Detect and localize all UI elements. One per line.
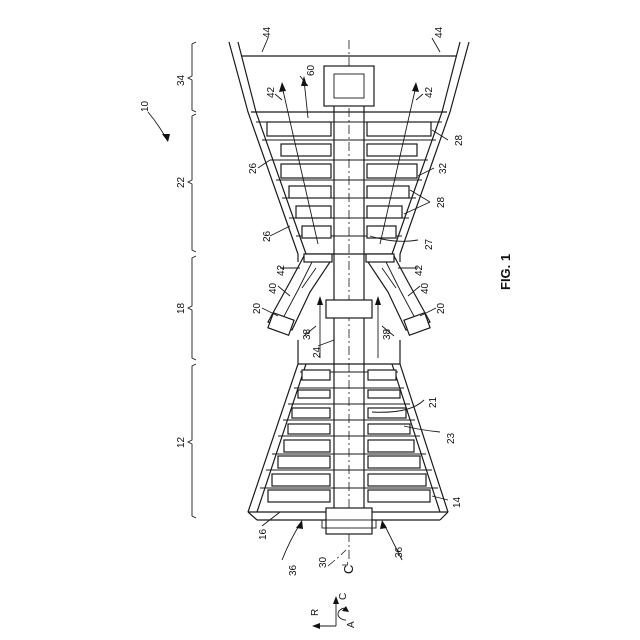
axis-label-radial: R bbox=[310, 609, 321, 616]
label-turbine-vanes-lower: 28 bbox=[436, 196, 447, 208]
label-exhaust-casing-right: 44 bbox=[434, 26, 445, 38]
label-compressor-stator: 23 bbox=[446, 432, 457, 444]
label-turbine-blades-upper: 26 bbox=[248, 162, 259, 174]
axis-indicator: A R C bbox=[310, 593, 357, 629]
label-compressor: 12 bbox=[176, 436, 187, 448]
label-exhaust-casing-left: 44 bbox=[262, 26, 273, 38]
label-fuel-nozzle-left: 20 bbox=[252, 302, 263, 314]
label-engine: 10 bbox=[140, 100, 151, 112]
label-combustion-chamber-right: 40 bbox=[420, 282, 431, 294]
label-compressor-rotor-blades: 21 bbox=[428, 396, 439, 408]
label-inlet-flow-left: 36 bbox=[288, 564, 299, 576]
label-combustor: 18 bbox=[176, 302, 187, 314]
label-exhaust: 34 bbox=[176, 74, 187, 86]
centerline-symbol-l: L bbox=[341, 561, 350, 566]
label-gas-flow-mid-left: 42 bbox=[276, 264, 287, 276]
label-turbine-vanes-top: 28 bbox=[454, 134, 465, 146]
label-gas-flow-top-right: 42 bbox=[424, 86, 435, 98]
label-gas-flow-mid-right: 42 bbox=[414, 264, 425, 276]
label-combustion-chamber-left: 40 bbox=[268, 282, 279, 294]
label-turbine: 22 bbox=[176, 176, 187, 188]
label-turbine-blades-lower: 26 bbox=[262, 230, 273, 242]
label-exhaust-hub: 60 bbox=[306, 64, 317, 76]
axis-label-axial: A bbox=[346, 621, 357, 628]
centerline-symbol: C L bbox=[341, 561, 356, 574]
label-turbine-casing: 32 bbox=[438, 162, 449, 174]
label-air-flow-right: 38 bbox=[382, 328, 393, 340]
axis-label-circumferential: C bbox=[338, 593, 349, 600]
label-centerline-ref: 30 bbox=[318, 556, 329, 568]
label-gas-flow-top-left: 42 bbox=[266, 86, 277, 98]
section-brackets bbox=[188, 42, 196, 518]
label-compressor-outlet: 16 bbox=[258, 528, 269, 540]
label-inlet-flow-right: 36 bbox=[394, 546, 405, 558]
label-air-flow-left: 38 bbox=[302, 328, 313, 340]
label-shaft: 24 bbox=[312, 346, 323, 358]
figure-caption: FIG. 1 bbox=[498, 254, 513, 290]
label-turbine-cavity: 27 bbox=[424, 238, 435, 250]
label-fuel-nozzle-right: 20 bbox=[436, 302, 447, 314]
label-compressor-inlet: 14 bbox=[452, 496, 463, 508]
